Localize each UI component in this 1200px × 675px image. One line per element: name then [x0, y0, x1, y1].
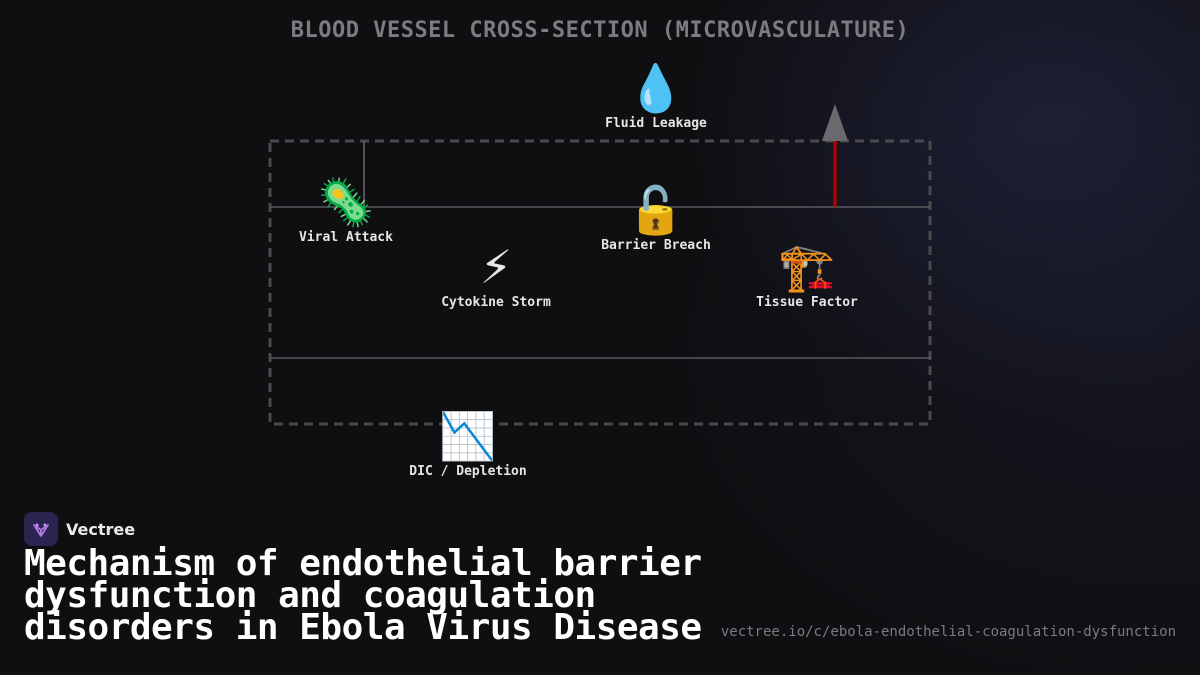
- node-label: Barrier Breach: [601, 238, 711, 253]
- unlocked-icon: 🔓: [627, 183, 685, 237]
- chart-decreasing-icon: 📉: [439, 409, 497, 463]
- node-cytokine-storm: ⚡ Cytokine Storm: [406, 241, 586, 310]
- construction-icon: 🏗️: [778, 240, 836, 294]
- node-label: Fluid Leakage: [605, 116, 707, 131]
- node-label: Cytokine Storm: [441, 295, 551, 310]
- node-label: Viral Attack: [299, 230, 393, 245]
- node-fluid-leakage: 💧 Fluid Leakage: [566, 62, 746, 131]
- brand-name: Vectree: [66, 519, 136, 539]
- droplet-icon: 💧: [627, 61, 685, 115]
- brand: Vectree: [24, 512, 135, 546]
- vectree-logo-icon: [24, 512, 58, 546]
- leak-arrow-head: [822, 104, 848, 141]
- node-barrier-breach: 🔓 Barrier Breach: [566, 184, 746, 253]
- node-tissue-factor: 🏗️ Tissue Factor: [717, 241, 897, 310]
- node-label: DIC / Depletion: [409, 464, 527, 479]
- node-label: Tissue Factor: [756, 295, 858, 310]
- node-dic-depletion: 📉 DIC / Depletion: [378, 410, 558, 479]
- node-viral-attack: 🦠 Viral Attack: [256, 176, 436, 245]
- vessel-outline: [268, 139, 932, 426]
- diagram-title: BLOOD VESSEL CROSS-SECTION (MICROVASCULA…: [290, 18, 910, 43]
- page-headline: Mechanism of endothelial barrier dysfunc…: [24, 543, 702, 648]
- lightning-icon: ⚡: [479, 240, 513, 294]
- virus-icon: 🦠: [317, 175, 375, 229]
- source-url: vectree.io/c/ebola-endothelial-coagulati…: [720, 624, 1176, 640]
